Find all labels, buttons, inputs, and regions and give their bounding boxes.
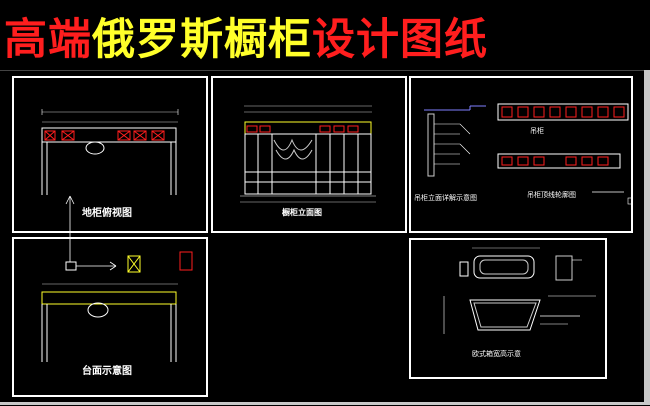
scrollbar-edge bbox=[644, 70, 650, 405]
elevation-drawing bbox=[240, 105, 376, 203]
title-part-yellow: 俄罗斯橱柜 bbox=[92, 15, 312, 65]
wall-cabinet-detail bbox=[424, 103, 633, 205]
caption-wall-cabinet-profile: 吊柜顶线轮廓图 bbox=[527, 191, 576, 199]
caption-wall-cabinet-top: 吊柜 bbox=[530, 127, 544, 135]
sink-drawing bbox=[443, 247, 596, 334]
title-part-red: 高端 bbox=[4, 15, 92, 65]
caption-countertop: 台面示意图 bbox=[82, 366, 132, 377]
countertop-drawing bbox=[41, 251, 193, 362]
caption-elevation: 橱柜立面图 bbox=[282, 208, 322, 217]
floor-cabinet-plan bbox=[41, 109, 179, 262]
sheet-elevation bbox=[211, 76, 407, 233]
sheet-wall-cabinet bbox=[409, 76, 633, 233]
sheet-sink bbox=[409, 238, 607, 379]
bottom-edge bbox=[0, 402, 650, 405]
title-part-red-2: 设计图纸 bbox=[312, 15, 488, 65]
title-banner: 高端 俄罗斯橱柜 设计图纸 bbox=[0, 0, 650, 70]
caption-sink: 欧式箱宽高示意 bbox=[472, 350, 521, 358]
caption-floor-cabinet: 地柜俯视图 bbox=[82, 208, 132, 219]
caption-wall-cabinet-detail: 吊柜立面详解示意图 bbox=[414, 194, 477, 202]
sheet-countertop bbox=[12, 237, 208, 397]
page-title: 高端 俄罗斯橱柜 设计图纸 bbox=[4, 4, 488, 68]
sheet-floor-cabinet bbox=[12, 76, 208, 233]
